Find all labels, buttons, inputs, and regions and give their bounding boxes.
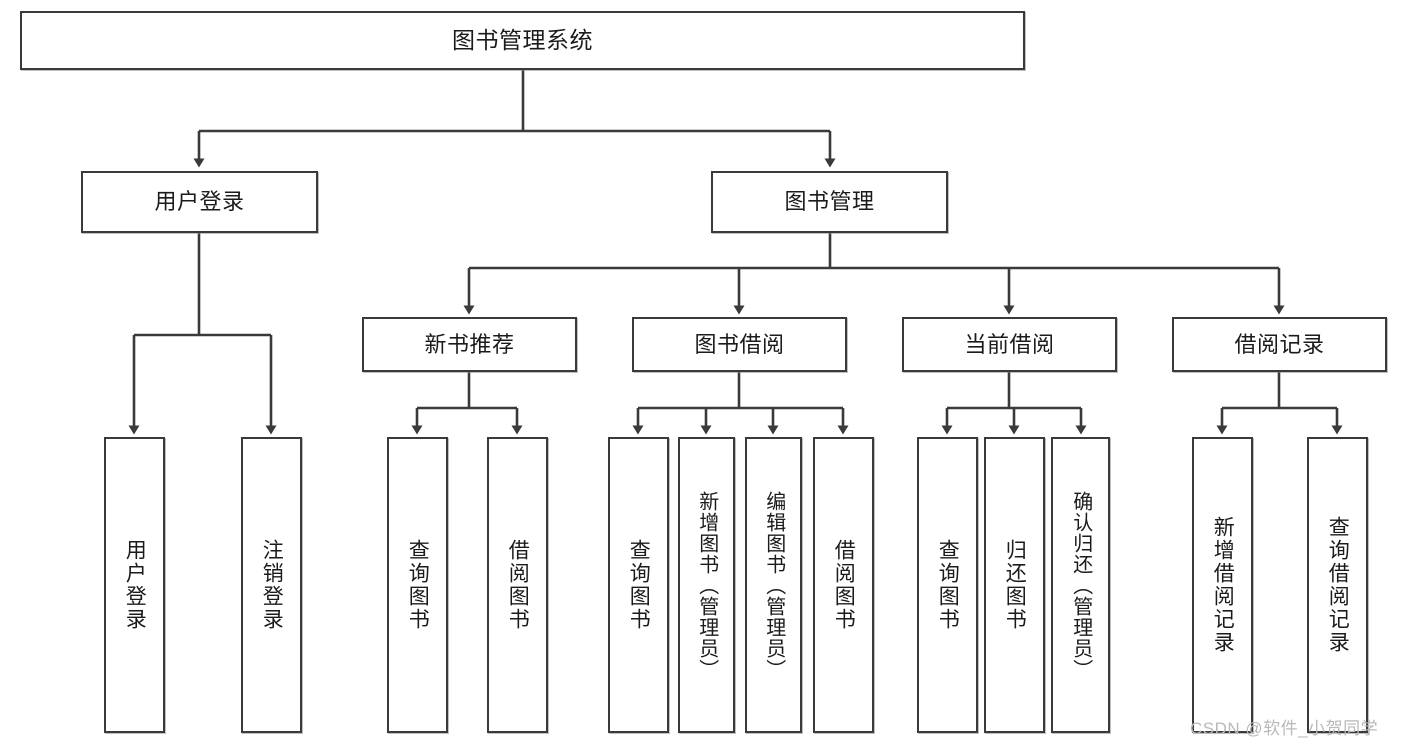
leaf-query-borrow-record[interactable]: 查询借阅记录: [1307, 437, 1368, 733]
node-user-login[interactable]: 用户登录: [81, 171, 318, 233]
node-label: 确认归还（管理员）: [1069, 490, 1092, 680]
node-label: 图书借阅: [694, 331, 785, 357]
node-label: 注销登录: [260, 539, 284, 631]
node-label: 新书推荐: [424, 331, 515, 357]
node-label: 图书管理: [784, 189, 875, 215]
node-label: 查询图书: [627, 539, 651, 631]
leaf-logout[interactable]: 注销登录: [241, 437, 302, 733]
node-book-borrow[interactable]: 图书借阅: [632, 317, 847, 372]
leaf-query-book-recommend[interactable]: 查询图书: [387, 437, 448, 733]
node-new-book-recommend[interactable]: 新书推荐: [362, 317, 577, 372]
node-label: 查询借阅记录: [1326, 516, 1350, 654]
node-label: 用户登录: [154, 189, 245, 215]
leaf-confirm-return-admin[interactable]: 确认归还（管理员）: [1051, 437, 1110, 733]
node-label: 编辑图书（管理员）: [762, 490, 785, 680]
leaf-query-book-borrow[interactable]: 查询图书: [608, 437, 669, 733]
node-label: 用户登录: [123, 539, 147, 631]
leaf-borrow-book-recommend[interactable]: 借阅图书: [487, 437, 548, 733]
leaf-return-book[interactable]: 归还图书: [984, 437, 1045, 733]
node-label: 借阅图书: [832, 539, 856, 631]
leaf-query-book-current[interactable]: 查询图书: [917, 437, 978, 733]
leaf-add-borrow-record[interactable]: 新增借阅记录: [1192, 437, 1253, 733]
node-root-system[interactable]: 图书管理系统: [20, 11, 1025, 70]
leaf-user-login[interactable]: 用户登录: [104, 437, 165, 733]
node-borrow-record[interactable]: 借阅记录: [1172, 317, 1387, 372]
node-label: 新增借阅记录: [1211, 516, 1235, 654]
node-book-management[interactable]: 图书管理: [711, 171, 948, 233]
node-label: 图书管理系统: [452, 26, 593, 53]
watermark-text: CSDN @软件_小贺同学: [1190, 719, 1379, 738]
leaf-borrow-book[interactable]: 借阅图书: [813, 437, 874, 733]
node-label: 新增图书（管理员）: [695, 490, 718, 680]
node-label: 查询图书: [936, 539, 960, 631]
node-label: 借阅记录: [1234, 331, 1325, 357]
node-label: 当前借阅: [964, 331, 1055, 357]
node-label: 查询图书: [406, 539, 430, 631]
leaf-edit-book-admin[interactable]: 编辑图书（管理员）: [745, 437, 802, 733]
node-current-borrow[interactable]: 当前借阅: [902, 317, 1117, 372]
leaf-add-book-admin[interactable]: 新增图书（管理员）: [678, 437, 735, 733]
node-label: 归还图书: [1003, 539, 1027, 631]
node-label: 借阅图书: [506, 539, 530, 631]
